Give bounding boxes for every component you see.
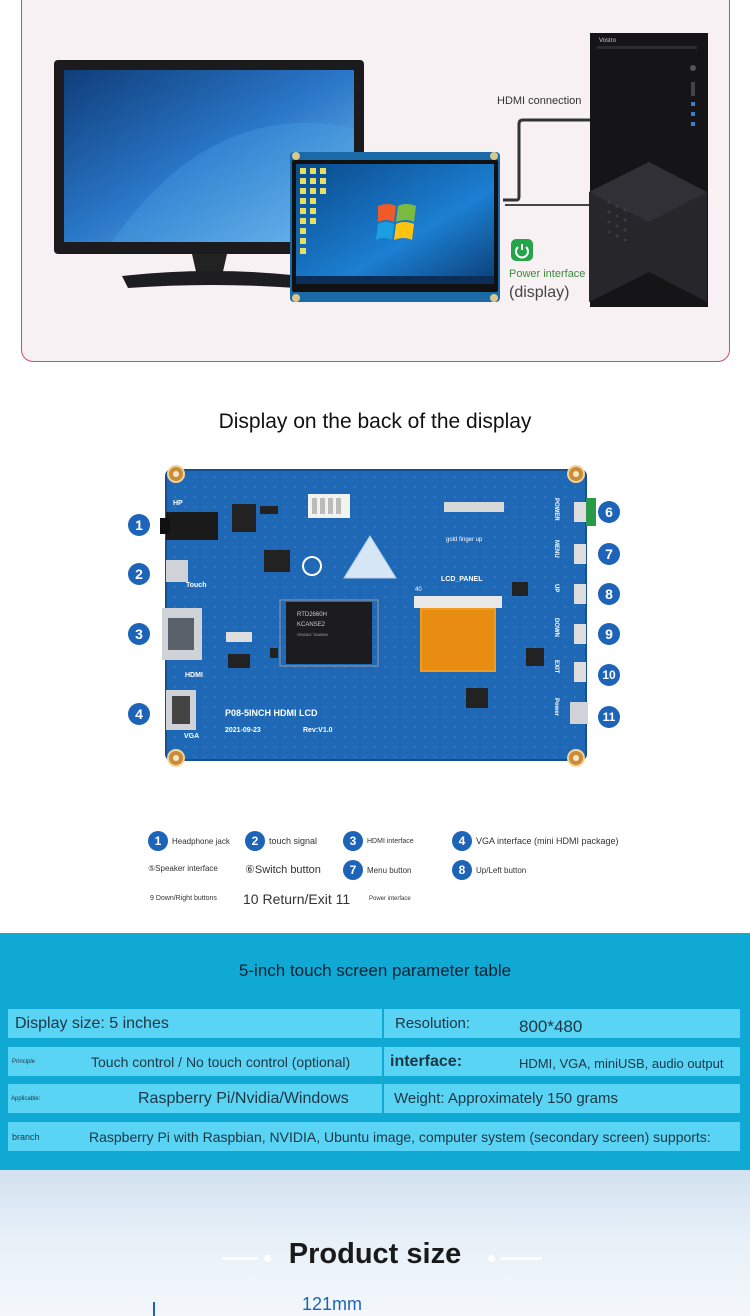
- branch-value: Raspberry Pi with Raspbian, NVIDIA, Ubun…: [89, 1128, 711, 1145]
- branch-tag: branch: [12, 1131, 40, 1142]
- pcb-board: [160, 465, 596, 767]
- callout-4: 4: [128, 703, 150, 725]
- principle-value: Touch control / No touch control (option…: [91, 1053, 351, 1070]
- pc-tower-illustration: [589, 33, 708, 307]
- legend-label: 9 Down/Right buttons: [150, 895, 217, 902]
- legend-row-3: 9 Down/Right buttons 10 Return/Exit 11 P…: [0, 890, 750, 914]
- applicable-value: Raspberry Pi/Nvidia/Windows: [138, 1089, 349, 1107]
- deco-line-right: [500, 1257, 542, 1260]
- btn-label-up: UP: [553, 584, 559, 593]
- parameter-table-title: 5-inch touch screen parameter table: [238, 961, 512, 980]
- deco-line-left: [222, 1257, 258, 1260]
- gold-finger-label: gold finger up: [446, 537, 483, 543]
- power-display-label: (display): [509, 284, 570, 301]
- chip-code-3: GRANG TAIWAN: [297, 632, 328, 637]
- btn-label-down: DOWN: [553, 618, 559, 637]
- callout-1: 1: [128, 514, 150, 536]
- legend-num: 7: [343, 860, 363, 880]
- btn-label-menu: MENU: [553, 540, 559, 558]
- resolution-label: Resolution:: [395, 1015, 471, 1032]
- port-label-hdmi: HDMI: [185, 672, 203, 679]
- port-label-vga: VGA: [184, 733, 200, 740]
- tf-label: 40: [415, 587, 422, 593]
- legend-label: Up/Left button: [476, 865, 527, 875]
- legend-item: 2 touch signal: [245, 831, 317, 851]
- legend-num: 3: [343, 831, 363, 851]
- hdmi-connection-label: HDMI connection: [497, 95, 582, 107]
- legend-item: 7 Menu button: [343, 860, 411, 880]
- display-size-cell: Display size: 5 inches: [15, 1014, 169, 1032]
- chip-code-2: KCANSE2: [297, 622, 326, 628]
- power-icon: [511, 239, 533, 261]
- legend-item: 1 Headphone jack: [148, 831, 230, 851]
- legend-num: 8: [452, 860, 472, 880]
- applicable-tag: Applicable:: [11, 1095, 41, 1102]
- dimension-tick: [153, 1302, 155, 1316]
- legend-label: Power interface: [369, 896, 411, 902]
- legend-num: 2: [245, 831, 265, 851]
- callout-11: 11: [598, 706, 620, 728]
- legend-row-1: 1 Headphone jack 2 touch signal 3 HDMI i…: [0, 831, 750, 855]
- legend-label: 10 Return/Exit 11: [243, 891, 351, 907]
- legend-label: HDMI interface: [367, 837, 414, 845]
- btn-label-exit: EXIT: [553, 660, 559, 674]
- board-rev: Rev:V1.0: [303, 727, 333, 734]
- deco-dot-left: [264, 1255, 271, 1262]
- legend-row-2: ⑤Speaker interface ⑥Switch button 7 Menu…: [0, 860, 750, 884]
- port-label-touch: Touch: [186, 582, 207, 589]
- deco-dot-right: [488, 1255, 495, 1262]
- small-display-illustration: [290, 152, 500, 302]
- row-divider: [382, 1009, 384, 1038]
- parameter-section: 5-inch touch screen parameter table Disp…: [0, 933, 750, 1170]
- row-divider: [382, 1047, 384, 1076]
- interface-label: interface:: [390, 1052, 463, 1070]
- port-label-hp: HP: [173, 500, 183, 507]
- table-row: branch Raspberry Pi with Raspbian, NVIDI…: [8, 1122, 740, 1151]
- callout-9: 9: [598, 623, 620, 645]
- power-interface-label: Power interface: [509, 268, 586, 280]
- legend-label: touch signal: [269, 836, 318, 846]
- legend-item: 3 HDMI interface: [343, 831, 414, 851]
- back-display-title: Display on the back of the display: [218, 410, 532, 433]
- callout-7: 7: [598, 543, 620, 565]
- width-dimension: 121mm: [302, 1294, 363, 1314]
- callout-6: 6: [598, 501, 620, 523]
- product-size-section: Product size 121mm: [0, 1170, 750, 1316]
- weight-value: Weight: Approximately 150 grams: [394, 1090, 618, 1107]
- legend-label: Headphone jack: [172, 836, 230, 846]
- board-date: 2021-09-23: [225, 727, 261, 734]
- resolution-value: 800*480: [519, 1016, 583, 1036]
- hdmi-cable: [503, 118, 591, 202]
- legend-num: 4: [452, 831, 472, 851]
- principle-tag: Principle: [12, 1058, 36, 1065]
- tower-brand: Vostro: [599, 38, 617, 44]
- legend-item: 8 Up/Left button: [452, 860, 526, 880]
- power-cable: [505, 204, 593, 206]
- callout-10: 10: [598, 664, 620, 686]
- btn-label-power-port: Power: [553, 698, 559, 717]
- lcd-panel-label: LCD_PANEL: [441, 576, 483, 583]
- legend-label: ⑤Speaker interface: [148, 864, 218, 873]
- legend-label: Menu button: [367, 865, 412, 875]
- callout-2: 2: [128, 563, 150, 585]
- btn-label-power: POWER: [553, 498, 559, 521]
- legend-item: 4 VGA interface (mini HDMI package): [452, 831, 619, 851]
- table-row: Display size: 5 inches Resolution: 800*4…: [8, 1009, 740, 1038]
- board-model: P08-5INCH HDMI LCD: [225, 708, 318, 718]
- row-divider: [382, 1084, 384, 1113]
- legend-label: ⑥Switch button: [245, 864, 321, 876]
- callout-8: 8: [598, 583, 620, 605]
- table-row: Principle Touch control / No touch contr…: [8, 1047, 740, 1076]
- callout-3: 3: [128, 623, 150, 645]
- product-size-title: Product size: [288, 1238, 462, 1270]
- chip-code-1: RTD2660H: [297, 612, 327, 618]
- table-row: Applicable: Raspberry Pi/Nvidia/Windows …: [8, 1084, 740, 1113]
- interface-value: HDMI, VGA, miniUSB, audio output: [519, 1056, 724, 1071]
- legend-num: 1: [148, 831, 168, 851]
- legend-label: VGA interface (mini HDMI package): [476, 836, 619, 846]
